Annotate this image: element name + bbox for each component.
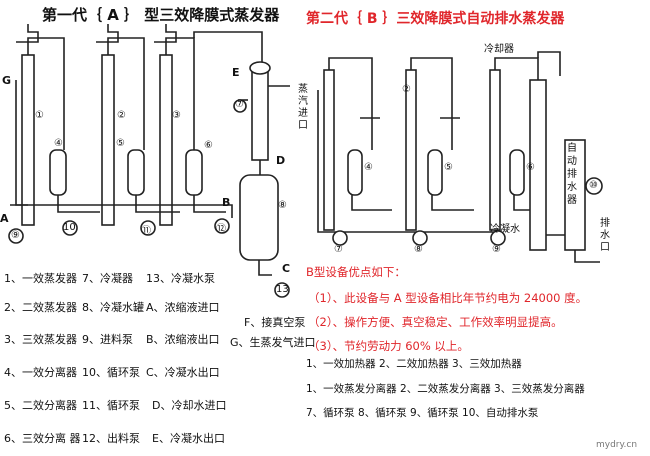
legend-a-item: C、冷凝水出口 [146, 366, 220, 379]
legend-a-item: 5、二效分离器 [4, 399, 77, 412]
label-b-n6: ⑥ [526, 162, 535, 173]
label-b: B [222, 196, 231, 209]
label-d: D [276, 154, 286, 167]
advantage-item: （2）、操作方便、真空稳定、工作效率明显提高。 [308, 315, 563, 329]
label-b-n2: ② [402, 84, 411, 95]
b-separator-5 [427, 149, 443, 196]
legend-a-item: 4、一效分离器 [4, 366, 77, 379]
b-evaporator-3 [489, 69, 501, 231]
evaporator-2 [101, 54, 115, 226]
legend-a-item: 12、出料泵 [82, 432, 140, 445]
label-n11: ⑪ [141, 226, 151, 237]
advantage-item: （3）、节约劳动力 60% 以上。 [308, 339, 469, 353]
pump-12 [214, 218, 230, 234]
legend-a-item: 9、进料泵 [82, 333, 133, 346]
evaporator-3 [159, 54, 173, 226]
label-condensate: 冷凝水 [490, 224, 520, 235]
diagram-b-drawing [317, 51, 603, 263]
legend-a-item: A、浓缩液进口 [146, 301, 220, 314]
legend-a-item: 11、循环泵 [82, 399, 140, 412]
label-n6: ⑥ [204, 140, 213, 151]
b-separator-6 [509, 149, 525, 196]
label-n12: ⑫ [216, 224, 226, 235]
legend-a-item: 3、三效蒸发器 [4, 333, 77, 346]
valve-7 [233, 99, 247, 113]
b-evaporator-1 [323, 69, 335, 231]
diagram-a-drawing [8, 24, 290, 298]
legend-a-item: 10、循环泵 [82, 366, 140, 379]
label-n10: 10 [63, 222, 76, 233]
label-g: G [2, 74, 12, 87]
label-e: E [232, 66, 240, 79]
pump-10 [62, 220, 78, 236]
pump-13 [274, 282, 290, 298]
legend-a-item: D、冷却水进口 [152, 399, 227, 412]
condensate-tank-8 [239, 174, 279, 261]
b-pump-9 [490, 230, 506, 246]
label-a: A [0, 212, 9, 225]
legend-a-item: 2、二效蒸发器 [4, 301, 77, 314]
advantage-item: （1）、此设备与 A 型设备相比年节约电为 24000 度。 [308, 291, 588, 305]
label-n4: ④ [54, 138, 63, 149]
advantages-heading: B型设备优点如下： [306, 265, 406, 279]
separator-5 [127, 149, 145, 196]
label-n5: ⑤ [116, 138, 125, 149]
legend-a-item: F、接真空泵 [244, 316, 306, 329]
legend-a-item: 1、一效蒸发器 [4, 272, 77, 285]
label-b-n9: ⑨ [492, 244, 501, 255]
label-c: C [282, 262, 291, 275]
b-pump-8 [412, 230, 428, 246]
label-auto-drain: 自动排水器 [567, 143, 577, 206]
separator-4 [49, 149, 67, 196]
legend-b-row: 1、一效蒸发分离器 2、二效蒸发分离器 3、三效蒸发分离器 [306, 383, 585, 395]
legend-a-item: G、生蒸发气进口 [230, 336, 316, 349]
label-steam-inlet: 蒸汽进口 [298, 84, 308, 131]
diagram-a-title: 第一代｛ A ｝ 型三效降膜式蒸发器 [42, 6, 280, 24]
diagram-b-title: 第二代｛ B ｝三效降膜式自动排水蒸发器 [306, 11, 565, 27]
pump-11 [140, 220, 156, 236]
label-b-n8: ⑧ [414, 244, 423, 255]
watermark: mydry.cn [596, 440, 638, 450]
label-b-n10: ⑩ [589, 180, 598, 191]
legend-b-row: 1、一效加热器 2、二效加热器 3、三效加热器 [306, 358, 522, 370]
legend-a-item: 7、冷凝器 [82, 272, 133, 285]
legend-a-item: 13、冷凝水泵 [146, 272, 215, 285]
legend-a-item: B、浓缩液出口 [146, 333, 220, 346]
b-separator-4 [347, 149, 363, 196]
label-b-n7: ⑦ [334, 244, 343, 255]
evaporator-1 [21, 54, 35, 226]
label-n9: ⑨ [11, 230, 20, 241]
label-cooler: 冷却器 [484, 44, 514, 55]
legend-a-item: E、冷凝水出口 [152, 432, 225, 445]
label-n8: ⑧ [278, 200, 287, 211]
label-n1: ① [35, 110, 44, 121]
label-drain-outlet: 排水口 [600, 218, 610, 253]
label-n3: ③ [172, 110, 181, 121]
label-n13: 13 [276, 284, 289, 295]
condenser-7 [251, 69, 269, 161]
legend-a-item: 6、三效分离 器 [4, 432, 81, 445]
label-n7: ⑦ [235, 99, 244, 110]
separator-6 [185, 149, 203, 196]
label-n2: ② [117, 110, 126, 121]
legend-a-item: 8、冷凝水罐 [82, 301, 144, 314]
legend-b-row: 7、循环泵 8、循环泵 9、循环泵 10、自动排水泵 [306, 407, 539, 419]
pump-9 [8, 228, 24, 244]
b-pump-7 [332, 230, 348, 246]
label-b-n4: ④ [364, 162, 373, 173]
label-b-n5: ⑤ [444, 162, 453, 173]
b-pump-10 [585, 177, 603, 195]
